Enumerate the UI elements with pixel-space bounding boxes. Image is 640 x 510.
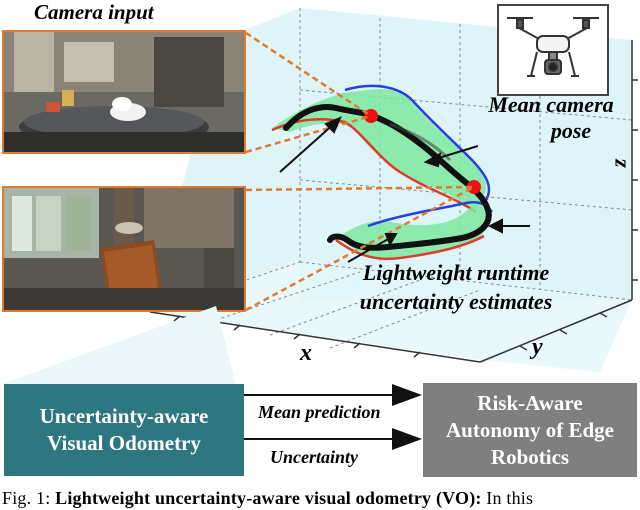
annotation-arrows	[279, 116, 530, 263]
mean-trajectory-shadow	[389, 122, 452, 162]
caption-rest: In this	[481, 488, 534, 508]
vo-box-line2: Visual Odometry	[47, 431, 201, 455]
drone-icon-box	[497, 4, 609, 96]
risk-box-line3: Robotics	[490, 444, 570, 469]
uncertainty-estimates-label: Lightweight runtime uncertainty estimate…	[336, 258, 576, 316]
band-lower-bottom-edge	[335, 234, 485, 261]
caption-prefix: Fig. 1:	[2, 488, 56, 508]
band-lower-top-edge	[367, 201, 494, 228]
band-top-edge	[344, 84, 491, 203]
mean-pose-label-line2: pose	[550, 118, 592, 143]
mean-pose-label-line1: Mean camera	[488, 92, 614, 117]
mean-pose-marker-2	[467, 180, 481, 194]
mean-pose-label: Mean camera pose	[476, 92, 626, 144]
axis-label-z: z	[605, 158, 631, 168]
plot-volume-floor	[150, 260, 632, 372]
uncertainty-label-line1: Lightweight runtime	[362, 260, 550, 285]
risk-box-line2: Autonomy of Edge	[445, 417, 614, 442]
drone-icon	[507, 17, 599, 77]
vo-box-line1: Uncertainty-aware	[39, 404, 209, 428]
plot-ticks	[173, 79, 638, 358]
axis-label-y: y	[532, 334, 543, 360]
camera-frame-1	[2, 30, 246, 154]
axis-label-x: x	[300, 340, 312, 366]
camera-frame-2	[2, 186, 246, 312]
uncertainty-band-lower	[340, 200, 487, 259]
risk-box-line1: Risk-Aware	[477, 390, 583, 415]
vo-box: Uncertainty-aware Visual Odometry	[4, 384, 244, 476]
caption-bold: Lightweight uncertainty-aware visual odo…	[55, 488, 482, 508]
figure-caption: Fig. 1: Lightweight uncertainty-aware vi…	[2, 488, 640, 509]
uncertainty-arrow-label: Uncertainty	[270, 447, 358, 467]
camera-input-title: Camera input	[34, 0, 154, 24]
band-bottom-edge	[271, 117, 477, 214]
uncertainty-label-line2: uncertainty estimates	[359, 289, 553, 314]
mean-prediction-label: Mean prediction	[258, 402, 381, 422]
photo-connectors	[245, 31, 475, 312]
flow-arrows	[244, 384, 422, 450]
risk-aware-box: Risk-Aware Autonomy of Edge Robotics	[423, 383, 637, 477]
plot-to-vo-wedge	[2, 306, 236, 384]
